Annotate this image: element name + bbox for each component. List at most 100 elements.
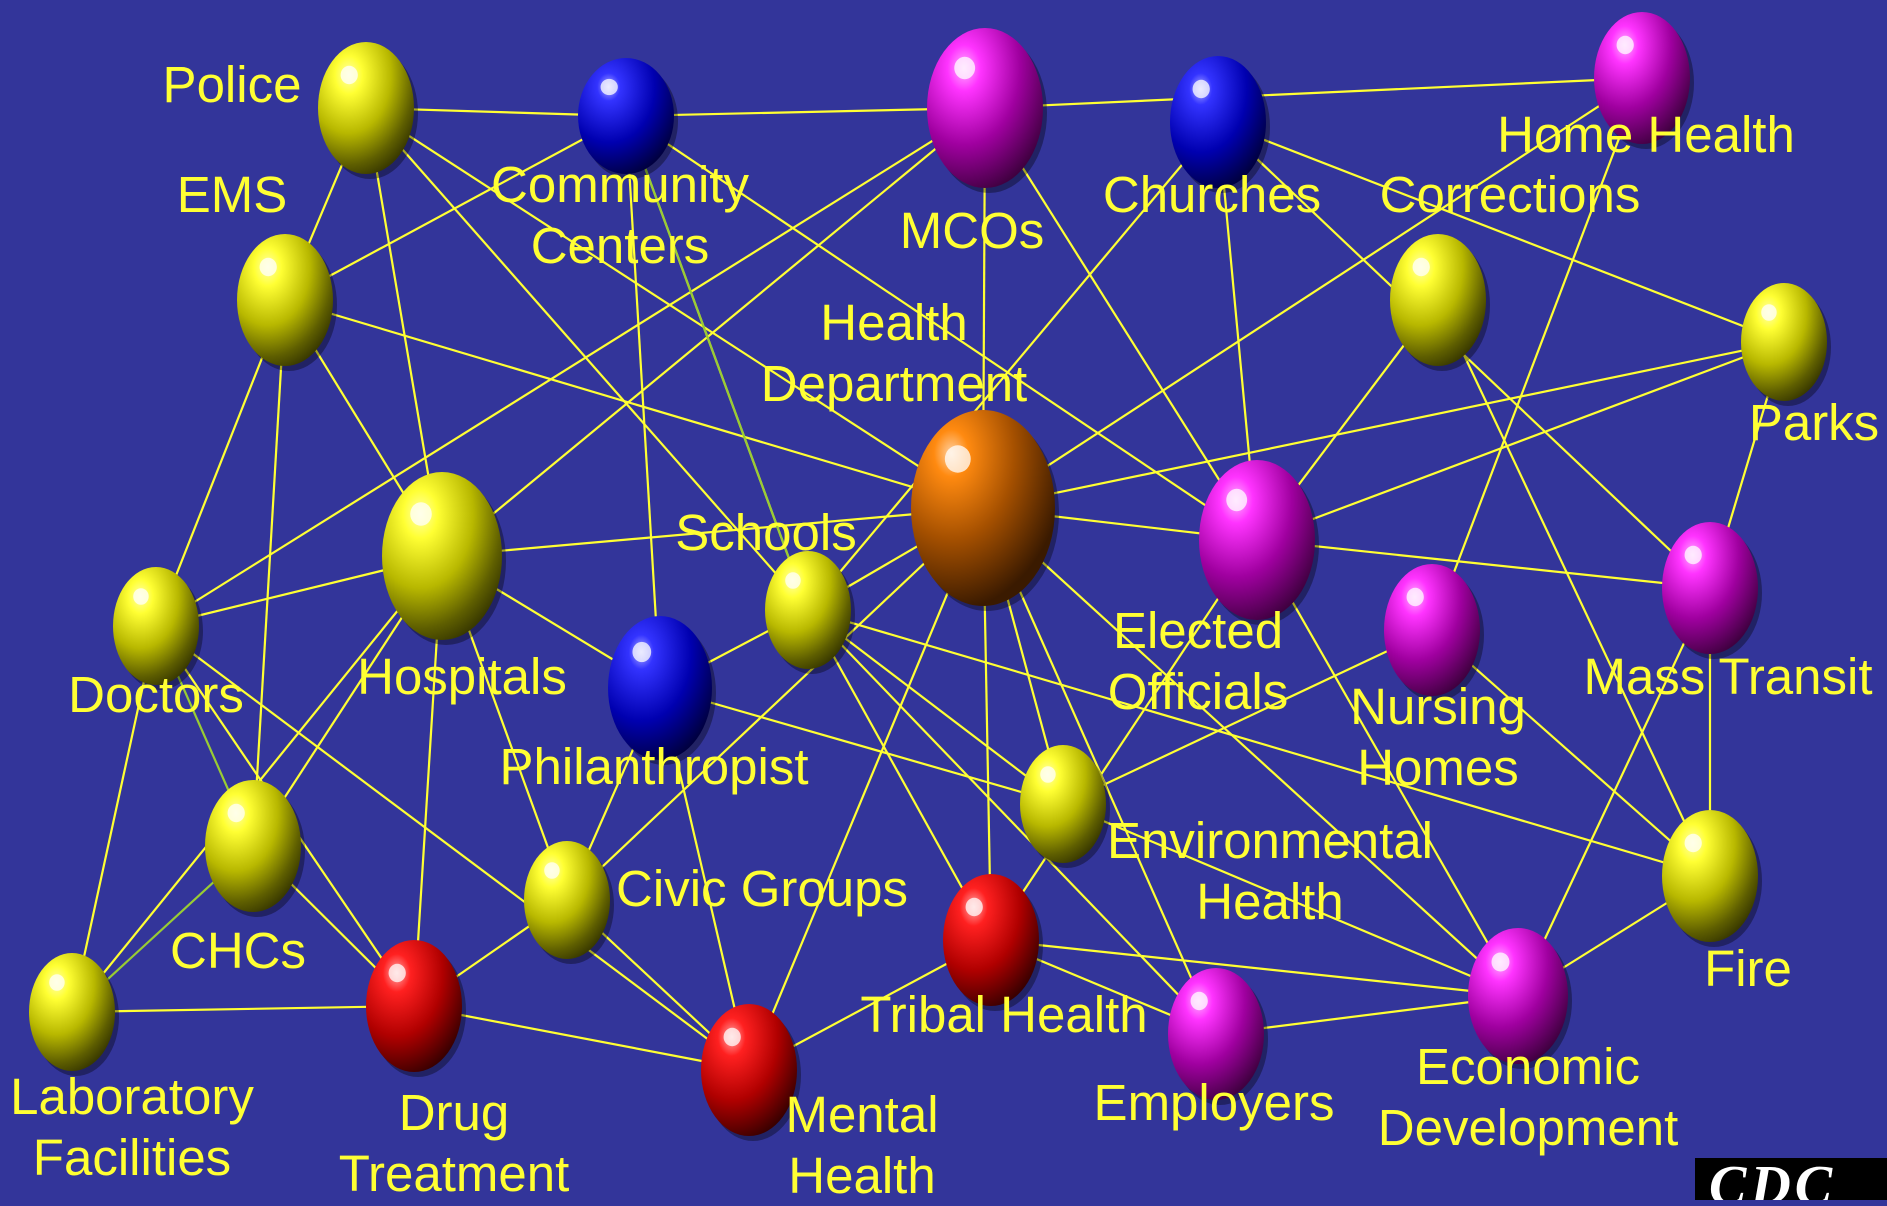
edge-mcos-hospitals xyxy=(441,107,986,557)
sphere-mcos xyxy=(927,28,1043,188)
edge-doctors-laboratory-facilities xyxy=(70,625,158,1013)
node-tribal-health xyxy=(943,874,1043,1011)
node-chcs xyxy=(205,780,305,917)
node-churches xyxy=(1170,56,1270,193)
sphere-civic-groups xyxy=(524,841,610,959)
label-home-health: Home Health xyxy=(1497,106,1795,163)
sphere-hospitals xyxy=(382,472,502,640)
label-health-department: Health Department xyxy=(760,294,1028,413)
node-drug-treatment xyxy=(366,940,466,1077)
edge-health-department-hospitals xyxy=(441,506,984,558)
sphere-mental-health xyxy=(701,1004,797,1136)
sphere-ems xyxy=(237,234,333,366)
edge-police-health-department xyxy=(365,107,984,509)
sphere-corrections xyxy=(1390,234,1486,366)
node-hospitals xyxy=(382,472,506,645)
edge-ems-health-department xyxy=(284,298,984,510)
edge-mcos-elected-officials xyxy=(984,107,1258,541)
label-elected-officials: Elected Officials xyxy=(1107,602,1289,721)
edge-nursing-homes-fire xyxy=(1431,629,1711,877)
edge-philanthropist-environmental-health xyxy=(659,686,1064,806)
edge-community-centers-philanthropist xyxy=(624,115,662,689)
edge-health-department-civic-groups xyxy=(566,507,984,901)
cdc-logo: CDC xyxy=(1695,1158,1887,1200)
node-civic-groups xyxy=(524,841,614,964)
label-fire: Fire xyxy=(1704,940,1792,997)
edge-laboratory-facilities-drug-treatment xyxy=(71,1004,415,1014)
edge-mcos-doctors xyxy=(155,107,986,627)
label-mass-transit: Mass Transit xyxy=(1583,648,1873,705)
edge-schools-fire xyxy=(807,608,1711,878)
sphere-police xyxy=(318,42,414,174)
edge-churches-schools xyxy=(807,121,1219,611)
label-laboratory-facilities: Laboratory Facilities xyxy=(10,1068,254,1187)
label-hospitals: Hospitals xyxy=(357,648,567,705)
node-ems xyxy=(237,234,337,371)
edge-drug-treatment-mental-health xyxy=(413,1004,750,1072)
edge-doctors-mental-health xyxy=(155,625,750,1071)
edge-ems-chcs xyxy=(251,299,287,847)
edge-mass-transit-economic-development xyxy=(1517,587,1711,997)
label-mcos: MCOs xyxy=(899,202,1045,259)
edge-mcos-home-health xyxy=(984,76,1643,110)
label-economic-development: Economic Development xyxy=(1377,1038,1679,1157)
label-parks: Parks xyxy=(1748,394,1880,451)
label-police: Police xyxy=(162,56,302,113)
sphere-parks xyxy=(1741,283,1827,401)
sphere-elected-officials xyxy=(1199,460,1315,620)
edge-environmental-health-economic-development xyxy=(1062,802,1519,998)
edge-police-schools xyxy=(365,107,809,611)
label-doctors: Doctors xyxy=(68,666,244,723)
sphere-health-department xyxy=(911,410,1055,606)
label-drug-treatment: Drug Treatment xyxy=(338,1084,570,1203)
edge-community-centers-ems xyxy=(284,115,627,301)
edge-schools-tribal-health xyxy=(807,609,992,941)
edge-schools-environmental-health xyxy=(807,609,1064,805)
edge-elected-officials-mass-transit xyxy=(1256,538,1711,590)
label-ems: EMS xyxy=(176,166,288,223)
edge-parks-health-department xyxy=(982,340,1785,510)
node-economic-development xyxy=(1468,928,1572,1069)
label-civic-groups: Civic Groups xyxy=(616,860,908,917)
label-churches: Churches xyxy=(1102,166,1322,223)
edge-health-department-employers xyxy=(981,507,1218,1035)
node-employers xyxy=(1168,968,1268,1105)
label-employers: Employers xyxy=(1093,1074,1335,1131)
edge-tribal-health-economic-development xyxy=(990,938,1519,998)
edge-parks-elected-officials xyxy=(1256,340,1785,542)
edge-elected-officials-economic-development xyxy=(1256,539,1519,997)
edge-health-department-economic-development xyxy=(982,507,1519,997)
label-environmental-health: Environmental Health xyxy=(1107,812,1433,931)
node-schools xyxy=(765,551,855,674)
sphere-laboratory-facilities xyxy=(29,953,115,1071)
node-mass-transit xyxy=(1662,522,1762,659)
edge-elected-officials-tribal-health xyxy=(990,539,1258,941)
edge-home-health-nursing-homes xyxy=(1430,77,1644,631)
edge-alt-community-centers-schools xyxy=(624,115,810,611)
label-community-centers: Community Centers xyxy=(491,156,749,275)
label-philanthropist: Philanthropist xyxy=(499,738,809,795)
label-tribal-health: Tribal Health xyxy=(860,986,1148,1043)
label-corrections: Corrections xyxy=(1379,166,1641,223)
node-nursing-homes xyxy=(1384,564,1484,701)
node-health-department xyxy=(911,410,1059,611)
label-chcs: CHCs xyxy=(170,922,306,979)
sphere-fire xyxy=(1662,810,1758,942)
label-nursing-homes: Nursing Homes xyxy=(1350,678,1526,797)
edge-nursing-homes-environmental-health xyxy=(1062,629,1433,805)
node-corrections xyxy=(1390,234,1490,371)
sphere-mass-transit xyxy=(1662,522,1758,654)
edge-community-centers-elected-officials xyxy=(625,115,1258,541)
node-elected-officials xyxy=(1199,460,1319,625)
node-home-health xyxy=(1594,12,1694,149)
edge-community-centers-mcos xyxy=(625,106,986,118)
node-mcos xyxy=(927,28,1047,193)
node-parks xyxy=(1741,283,1831,406)
node-fire xyxy=(1662,810,1762,947)
label-mental-health: Mental Health xyxy=(785,1086,939,1205)
node-environmental-health xyxy=(1020,745,1110,868)
node-doctors xyxy=(113,567,203,690)
sphere-environmental-health xyxy=(1020,745,1106,863)
node-laboratory-facilities xyxy=(29,953,119,1076)
